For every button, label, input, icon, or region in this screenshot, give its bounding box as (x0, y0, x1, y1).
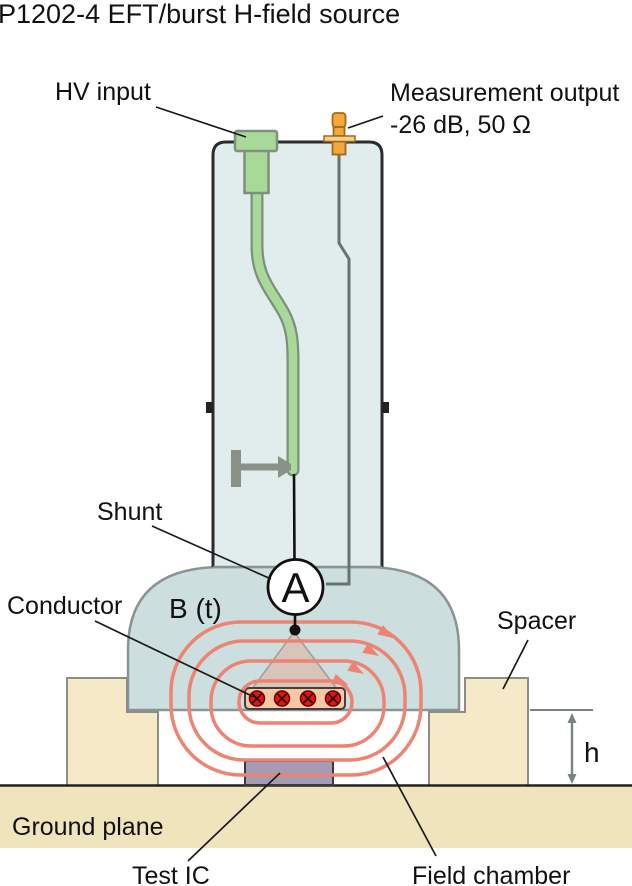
conductor-leader (94, 620, 255, 698)
shunt-meter-circle (266, 558, 325, 616)
conductor-bar (244, 687, 346, 710)
b-field-label: B (t) (169, 593, 222, 624)
output-connector-flange (323, 135, 356, 143)
shunt-leader (151, 525, 272, 580)
field-arrow-4 (377, 625, 394, 639)
measurement-output-spec-label: -26 dB, 50 Ω (390, 111, 531, 139)
output-connector-base (331, 140, 347, 156)
hv-connector-cap (233, 129, 279, 153)
h-arrow-down (567, 774, 577, 784)
right-side-tab (382, 402, 389, 413)
field-loop-3 (187, 639, 407, 762)
ammeter-symbol: A (281, 564, 309, 611)
apex-dot (289, 624, 301, 636)
conductor-wires (248, 690, 342, 707)
spacer-leader (502, 639, 529, 690)
measurement-output-leader (347, 115, 384, 129)
field-chamber-label: Field chamber (412, 862, 570, 886)
ground-plane-label: Ground plane (12, 813, 164, 841)
height-label: h (584, 737, 600, 768)
h-arrow-up (567, 713, 577, 723)
hv-input-label: HV input (55, 78, 151, 106)
shunt-label: Shunt (97, 498, 162, 526)
field-arrow-3 (362, 643, 379, 656)
field-arrow-1 (331, 673, 349, 685)
hv-cable (252, 186, 298, 475)
field-loop-2 (209, 659, 386, 748)
measurement-output-label: Measurement output (390, 79, 619, 107)
clamp-arm (241, 463, 279, 471)
spacer-label: Spacer (497, 607, 576, 635)
hv-connector-body (243, 147, 270, 195)
diagram-title: P1202-4 EFT/burst H-field source (0, 0, 400, 29)
field-loop-1 (237, 679, 354, 725)
left-side-tab (206, 402, 213, 413)
h-dimension (530, 709, 593, 784)
conductor-label: Conductor (7, 592, 122, 620)
measurement-line (326, 155, 351, 586)
field-chamber-leader (382, 756, 437, 857)
field-arrows (331, 625, 394, 685)
clamp-post (231, 450, 241, 487)
hv-input-leader (155, 106, 247, 138)
test-ic-label: Test IC (132, 862, 210, 886)
center-line-upper (292, 473, 296, 561)
field-arrow-2 (347, 661, 364, 674)
clamp-tip (278, 456, 291, 478)
test-ic-leader (187, 772, 281, 862)
ground-plane (0, 786, 632, 848)
output-connector-tip (331, 112, 347, 128)
test-ic (244, 760, 334, 786)
output-connector-mid (332, 126, 346, 137)
field-loops (169, 620, 423, 777)
